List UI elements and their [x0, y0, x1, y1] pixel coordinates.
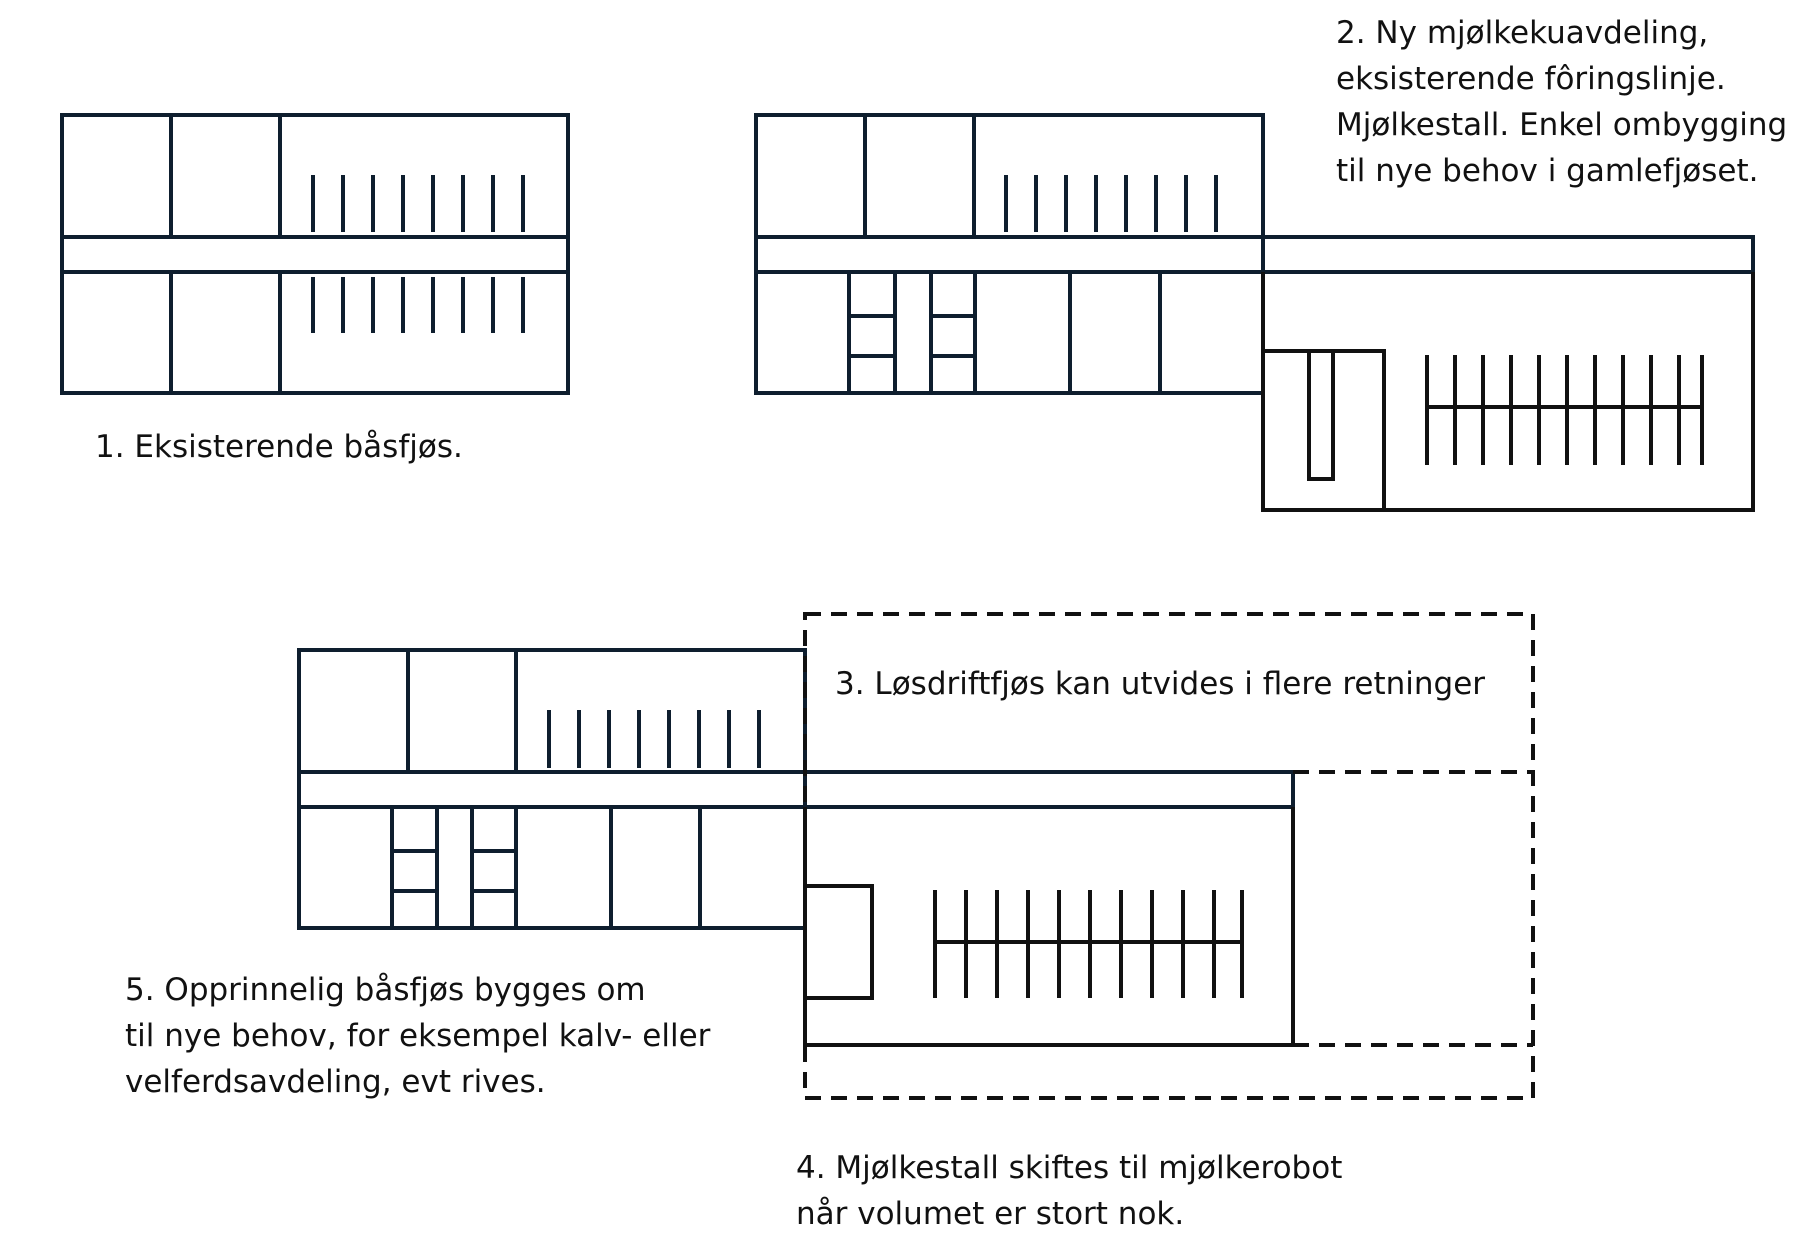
- plan-2-new-building: [1261, 272, 1755, 512]
- caption-step-4: 4. Mjølkestall skiftes til mjølkerobot n…: [796, 1145, 1342, 1237]
- plan-2-milking-parlour: [1261, 349, 1386, 512]
- plan-3-new-building: [803, 807, 1295, 1047]
- plan-2-pens: [847, 272, 1162, 393]
- caption-line: eksisterende fôringslinje.: [1336, 61, 1726, 97]
- plan-2-cubicles: [1425, 355, 1704, 465]
- plan-3-feeding-aisle: [297, 770, 1295, 809]
- caption-step-5: 5. Opprinnelig båsfjøs bygges om til nye…: [125, 967, 710, 1105]
- plan-2-stalls-top: [1004, 175, 1218, 232]
- caption-line: velferdsavdeling, evt rives.: [125, 1064, 546, 1100]
- plan-3-expanded-barn: [297, 612, 1535, 1100]
- caption-line: 4. Mjølkestall skiftes til mjølkerobot: [796, 1150, 1343, 1186]
- plan-2-new-dairy-unit: [754, 113, 1755, 512]
- caption-line: til nye behov, for eksempel kalv- eller: [125, 1018, 711, 1054]
- plan-3-new-building-outline: [803, 807, 1295, 1047]
- expansion-outer-boundary: [803, 612, 1535, 1100]
- plan-2-old-barn-outline: [754, 113, 1265, 395]
- caption-step-3: 3. Løsdriftfjøs kan utvides i flere retn…: [835, 661, 1485, 707]
- caption-line: 5. Opprinnelig båsfjøs bygges om: [125, 972, 646, 1008]
- plan-3-stalls-top: [547, 710, 761, 768]
- plan-2-feeding-aisle: [754, 235, 1755, 274]
- plan-3-old-barn-outline: [297, 648, 807, 930]
- caption-line: til nye behov i gamlefjøset.: [1336, 153, 1759, 189]
- caption-line: 1. Eksisterende båsfjøs.: [95, 429, 463, 465]
- caption-line: Mjølkestall. Enkel ombygging: [1336, 107, 1788, 143]
- caption-line: 3. Løsdriftfjøs kan utvides i flere retn…: [835, 666, 1486, 702]
- plan-1-existing-barn: [60, 113, 570, 395]
- plan-1-outline: [60, 113, 570, 395]
- caption-step-1: 1. Eksisterende båsfjøs.: [95, 424, 463, 470]
- caption-line: når volumet er stort nok.: [796, 1196, 1185, 1232]
- plan-1-stalls-bottom: [311, 277, 525, 333]
- plan-3-cubicles: [933, 890, 1244, 998]
- caption-step-2: 2. Ny mjølkekuavdeling, eksisterende fôr…: [1336, 10, 1787, 194]
- caption-line: 2. Ny mjølkekuavdeling,: [1336, 15, 1709, 51]
- plan-2-milking-pit: [1307, 349, 1335, 481]
- plan-3-pens: [390, 807, 702, 928]
- plan-3-expansion-boundary: [803, 612, 1535, 1100]
- plan-3-robot-room: [803, 884, 874, 1000]
- plan-1-stalls-top: [311, 175, 525, 232]
